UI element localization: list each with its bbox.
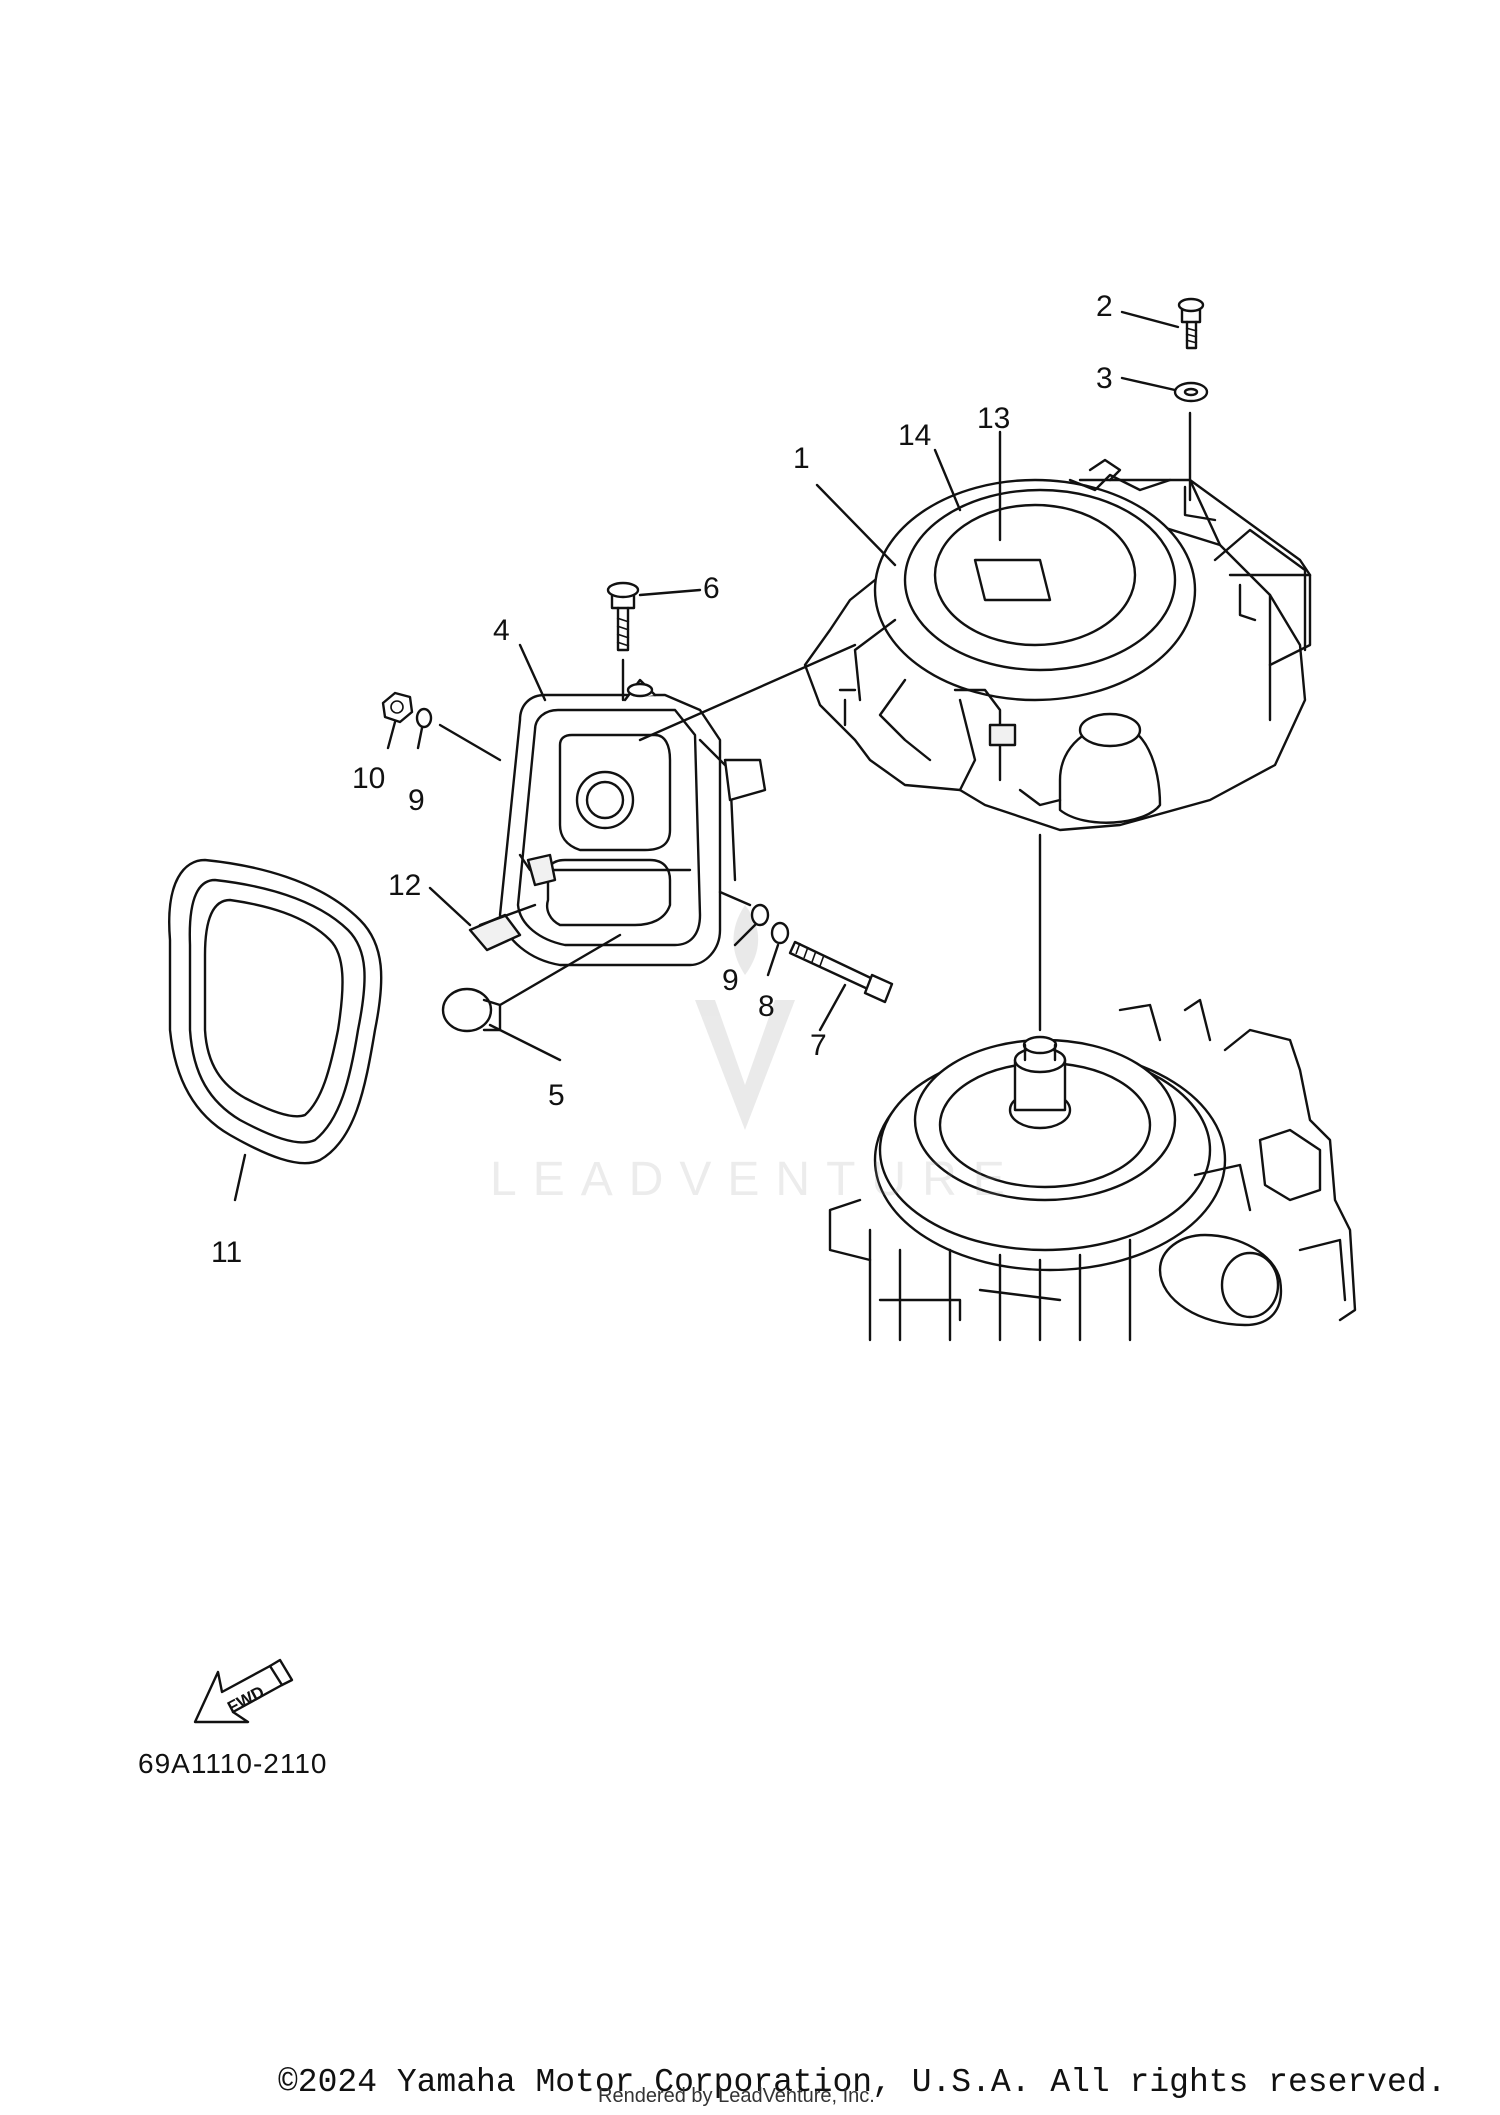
assembly-line-9-right bbox=[718, 890, 752, 907]
part-7-long-bolt bbox=[788, 940, 894, 1004]
watermark-text: LEADVENTURE bbox=[490, 1153, 1021, 1206]
assembly-line-9-left bbox=[438, 723, 502, 762]
part-3-washer bbox=[1173, 381, 1209, 403]
callout-14: 14 bbox=[898, 419, 931, 452]
part-11-gasket bbox=[168, 858, 383, 1165]
part-4-silencer-housing bbox=[498, 678, 767, 967]
part-8-washer bbox=[770, 921, 790, 945]
part-5-plug bbox=[441, 987, 502, 1033]
leader-lines bbox=[233, 310, 1180, 1202]
fwd-arrow-icon: FWD bbox=[193, 1658, 294, 1724]
callout-9-right: 9 bbox=[722, 964, 739, 997]
callout-12: 12 bbox=[388, 869, 421, 902]
callout-5: 5 bbox=[548, 1079, 565, 1112]
assembly-line-4 bbox=[638, 643, 857, 742]
callout-11: 11 bbox=[211, 1236, 242, 1269]
callout-7: 7 bbox=[810, 1029, 827, 1062]
callout-10: 10 bbox=[352, 762, 385, 795]
callout-9-left: 9 bbox=[408, 784, 425, 817]
assembly-line-5 bbox=[498, 933, 622, 1007]
copyright-text: ©2024 Yamaha Motor Corporation, U.S.A. A… bbox=[278, 2064, 1447, 2101]
part-1-flywheel-cover bbox=[803, 458, 1312, 832]
diagram-code: 69A1110-2110 bbox=[138, 1748, 328, 1779]
assembly-line-12 bbox=[478, 903, 537, 927]
callout-4: 4 bbox=[493, 614, 510, 647]
callout-2: 2 bbox=[1096, 290, 1113, 323]
callout-3: 3 bbox=[1096, 362, 1113, 395]
part-2-bolt bbox=[1177, 297, 1205, 350]
callout-6: 6 bbox=[703, 572, 720, 605]
leadventure-logo-icon bbox=[695, 905, 795, 1130]
part-9-washer-right bbox=[750, 903, 770, 927]
rendered-by-text: Rendered by LeadVenture, Inc. bbox=[598, 2085, 875, 2107]
callout-13: 13 bbox=[977, 402, 1010, 435]
callout-1: 1 bbox=[793, 442, 810, 475]
part-6-bolt bbox=[606, 581, 640, 652]
part-13-label-plate bbox=[973, 558, 1052, 602]
engine-flywheel-assembly bbox=[828, 833, 1357, 1342]
callout-8: 8 bbox=[758, 990, 775, 1023]
part-10-nut bbox=[381, 691, 414, 724]
part-9-washer-left bbox=[415, 707, 433, 729]
